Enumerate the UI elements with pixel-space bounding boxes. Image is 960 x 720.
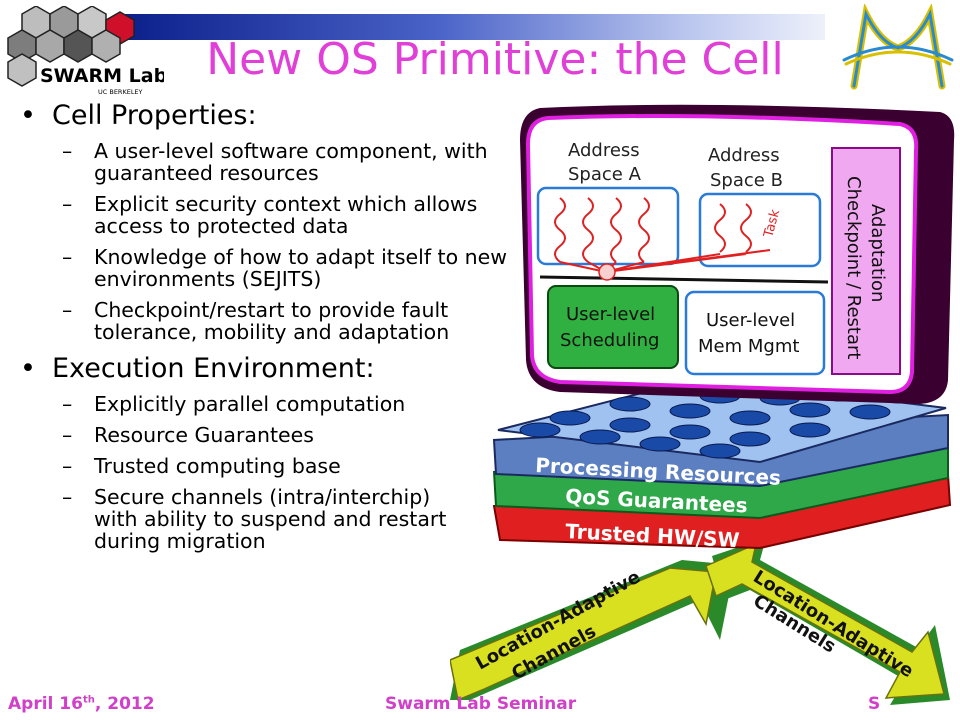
dash-icon: – — [62, 392, 73, 416]
bullet-list: • Cell Properties: –A user-level softwar… — [20, 100, 520, 561]
mem-mgmt-label: User-level Mem Mgmt — [698, 310, 801, 357]
bullet-dot-icon: • — [20, 353, 36, 384]
address-space-b-box — [698, 192, 822, 268]
dash-icon: – — [62, 298, 73, 322]
footer-center: Swarm Lab Seminar — [385, 694, 577, 714]
sub-bullet: –Trusted computing base — [20, 455, 520, 477]
slide-title: New OS Primitive: the Cell — [206, 34, 784, 85]
channel-right-line1: Location-Adaptive — [749, 566, 917, 682]
dash-icon: – — [62, 139, 73, 163]
sub-bullet: –A user-level software component, with g… — [20, 140, 520, 184]
logo-text: SWARM Lab — [40, 65, 164, 87]
adaptation-line1: Adaptation — [867, 204, 888, 302]
footer-date-prefix: April 16 — [8, 694, 83, 714]
cell-diagram: Location-Adaptive Channels Location-Adap… — [450, 104, 955, 705]
mem-mgmt-box: User-level Mem Mgmt — [684, 290, 826, 376]
dash-icon: – — [62, 192, 73, 216]
sub-bullet: –Resource Guarantees — [20, 424, 520, 446]
address-space-b-label: Address Space B — [708, 145, 785, 191]
bullet-heading: • Cell Properties: — [20, 100, 520, 132]
sub-bullet-text: Explicit security context which allows a… — [94, 192, 478, 238]
sub-bullet-text: Knowledge of how to adapt itself to new … — [94, 245, 508, 291]
sub-bullet: –Knowledge of how to adapt itself to new… — [20, 246, 520, 290]
logo-subtext: UC BERKELEY — [98, 88, 143, 96]
swarm-lab-logo: SWARM Lab UC BERKELEY — [7, 6, 164, 96]
task-label: Task — [761, 208, 783, 240]
sub-bullet: –Secure channels (intra/interchip) with … — [20, 486, 454, 552]
footer-date-suffix: , 2012 — [94, 694, 155, 714]
adaptation-box: Adaptation Checkpoint / Restart — [831, 147, 901, 375]
dispatch-node — [598, 263, 616, 281]
sub-bullet-text: Secure channels (intra/interchip) with a… — [94, 485, 447, 553]
divider-line — [539, 275, 829, 284]
sub-bullet-text: Explicitly parallel computation — [94, 392, 406, 416]
footer-date-sup: th — [82, 694, 95, 706]
scheduling-label: User-level Scheduling — [560, 304, 661, 351]
dash-icon: – — [62, 485, 73, 509]
sub-bullet-text: Trusted computing base — [94, 454, 341, 478]
sub-bullet-text: Checkpoint/restart to provide fault tole… — [94, 298, 450, 344]
sub-bullet: –Explicitly parallel computation — [20, 393, 520, 415]
scheduling-box: User-level Scheduling — [547, 285, 679, 369]
sub-bullet-text: Resource Guarantees — [94, 423, 314, 447]
dash-icon: – — [62, 245, 73, 269]
channel-arrow-left: Location-Adaptive Channels — [450, 560, 735, 702]
sub-bullet-text: A user-level software component, with gu… — [94, 139, 488, 185]
address-space-a-box — [536, 186, 680, 266]
bridge-logo — [842, 4, 954, 90]
title-banner — [120, 14, 825, 40]
footer-date: April 16th, 2012 — [8, 694, 155, 714]
channel-arrow-right: Location-Adaptive Channels — [705, 538, 950, 705]
bullet-heading-text: Cell Properties: — [52, 100, 257, 131]
sub-bullet: –Explicit security context which allows … — [20, 193, 520, 237]
bullet-heading: • Execution Environment: — [20, 353, 520, 385]
dash-icon: – — [62, 454, 73, 478]
bullet-dot-icon: • — [20, 100, 36, 131]
sub-bullet: –Checkpoint/restart to provide fault tol… — [20, 299, 474, 343]
address-space-a-label: Address Space A — [568, 140, 645, 185]
dash-icon: – — [62, 423, 73, 447]
footer-right: S — [868, 694, 881, 714]
bullet-heading-text: Execution Environment: — [52, 353, 375, 384]
adaptation-line2: Checkpoint / Restart — [843, 176, 864, 359]
